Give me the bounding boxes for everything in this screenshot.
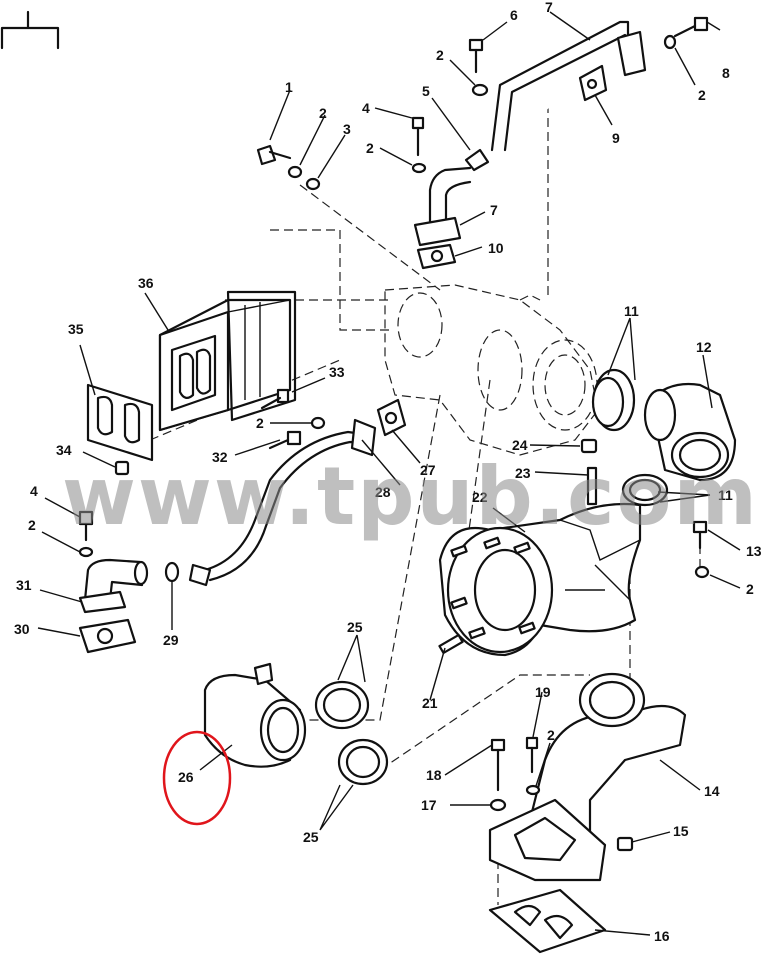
callout-6: 6 bbox=[510, 7, 518, 23]
callout-1: 1 bbox=[285, 79, 293, 95]
bolt-32 bbox=[268, 430, 302, 450]
callout-18: 18 bbox=[426, 767, 442, 783]
callout-16: 16 bbox=[654, 928, 670, 944]
callout-9: 9 bbox=[612, 130, 620, 146]
seal-ring-11b bbox=[621, 473, 669, 507]
callout-25: 25 bbox=[303, 829, 319, 845]
seal-ring-25b bbox=[337, 738, 389, 786]
callout-2: 2 bbox=[436, 47, 444, 63]
callout-17: 17 bbox=[421, 797, 437, 813]
bolt-18 bbox=[490, 738, 506, 792]
washer-2a bbox=[287, 165, 303, 179]
washer-2b bbox=[411, 162, 427, 174]
callout-12: 12 bbox=[696, 339, 712, 355]
callout-13: 13 bbox=[746, 543, 762, 559]
callout-30: 30 bbox=[14, 621, 30, 637]
callout-3: 3 bbox=[343, 121, 351, 137]
studs-manifold bbox=[450, 536, 536, 640]
callout-33: 33 bbox=[329, 364, 345, 380]
washer-2h bbox=[525, 784, 541, 796]
nut-15 bbox=[616, 836, 634, 852]
bolt-19 bbox=[525, 736, 539, 774]
washer-2f bbox=[694, 565, 710, 579]
callout-7: 7 bbox=[490, 202, 498, 218]
callout-11: 11 bbox=[624, 303, 639, 319]
callout-2: 2 bbox=[28, 517, 36, 533]
callout-28: 28 bbox=[375, 484, 391, 500]
gasket-9 bbox=[578, 64, 608, 102]
bolt-13 bbox=[692, 520, 708, 550]
bolt-1 bbox=[256, 144, 292, 166]
gasket-16 bbox=[488, 888, 607, 954]
callout-10: 10 bbox=[488, 240, 504, 256]
exhaust-pipe-26 bbox=[203, 662, 307, 768]
bolt-4a bbox=[411, 116, 425, 157]
callout-8: 8 bbox=[722, 65, 730, 81]
callout-4: 4 bbox=[30, 483, 38, 499]
washer-17 bbox=[489, 798, 507, 812]
oil-tube-7a bbox=[413, 166, 472, 247]
bolt-4b bbox=[78, 510, 94, 542]
bolt-6 bbox=[468, 38, 484, 74]
callout-14: 14 bbox=[704, 783, 720, 799]
callout-22: 22 bbox=[472, 489, 488, 505]
washer-3 bbox=[305, 177, 321, 191]
exhaust-outlet-14 bbox=[488, 672, 687, 882]
seal-ring-25a bbox=[314, 680, 370, 730]
callout-19: 19 bbox=[535, 684, 551, 700]
turbocharger-assembly bbox=[384, 284, 599, 456]
callout-31: 31 bbox=[16, 577, 32, 593]
callout-labels: 1 2 3 4 5 2 6 2 7 7 8 2 9 10 11 12 36 35… bbox=[14, 0, 762, 944]
callout-36: 36 bbox=[138, 275, 154, 291]
callout-21: 21 bbox=[422, 695, 438, 711]
callout-35: 35 bbox=[68, 321, 84, 337]
callout-24: 24 bbox=[512, 437, 528, 453]
callout-32: 32 bbox=[212, 449, 228, 465]
corner-bracket-mark bbox=[0, 10, 60, 50]
clamp-5 bbox=[464, 148, 490, 172]
callout-11: 11 bbox=[718, 487, 733, 503]
callout-27: 27 bbox=[420, 462, 436, 478]
callout-23: 23 bbox=[515, 465, 531, 481]
bolt-8 bbox=[673, 16, 709, 38]
washer-2e bbox=[310, 416, 326, 430]
nut-34 bbox=[114, 460, 130, 476]
callout-2: 2 bbox=[256, 415, 264, 431]
washer-2g bbox=[78, 546, 94, 558]
callout-2: 2 bbox=[366, 140, 374, 156]
callout-7: 7 bbox=[545, 0, 553, 15]
elbow-fitting-31 bbox=[78, 558, 149, 614]
seal-ring-11a bbox=[591, 368, 636, 432]
callout-2: 2 bbox=[319, 105, 327, 121]
gasket-10 bbox=[416, 243, 457, 270]
bolt-33 bbox=[260, 388, 290, 410]
callout-leaders bbox=[37, 11, 741, 936]
callout-2: 2 bbox=[547, 727, 555, 743]
callout-5: 5 bbox=[422, 83, 430, 99]
oil-tube-7b bbox=[490, 20, 647, 152]
elbow-12 bbox=[643, 382, 737, 482]
gasket-27 bbox=[376, 398, 407, 437]
callout-29: 29 bbox=[163, 632, 179, 648]
callout-2: 2 bbox=[698, 87, 706, 103]
gasket-35 bbox=[86, 383, 154, 462]
plug-24 bbox=[580, 438, 598, 454]
washer-2d bbox=[663, 34, 677, 50]
pin-23 bbox=[586, 466, 598, 506]
washer-2c bbox=[471, 83, 489, 97]
callout-4: 4 bbox=[362, 100, 370, 116]
washer-29 bbox=[164, 561, 180, 583]
callout-34: 34 bbox=[56, 442, 72, 458]
stud-21 bbox=[438, 633, 464, 655]
drain-pipe-28 bbox=[188, 418, 377, 587]
callout-25: 25 bbox=[347, 619, 363, 635]
watermark-text: www.tpub.com bbox=[62, 450, 759, 543]
callout-26: 26 bbox=[178, 769, 194, 785]
callout-2: 2 bbox=[746, 581, 754, 597]
highlight-circle bbox=[162, 730, 232, 826]
callout-15: 15 bbox=[673, 823, 689, 839]
gasket-30 bbox=[78, 618, 137, 654]
transition-duct-36 bbox=[158, 290, 297, 432]
